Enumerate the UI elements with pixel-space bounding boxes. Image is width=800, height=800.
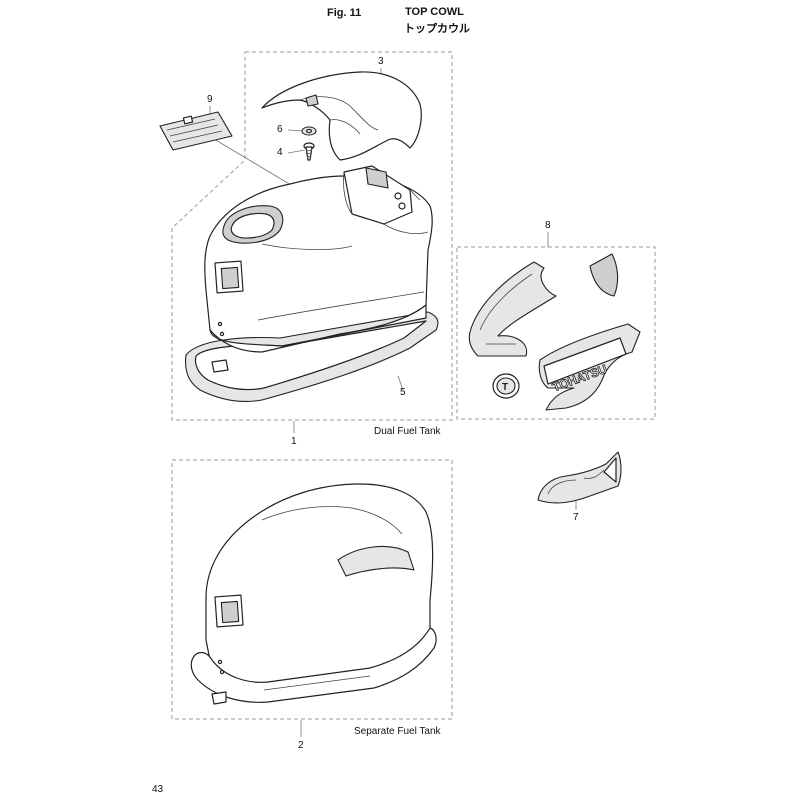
figure-number: Fig. 11 <box>327 7 362 19</box>
top-cover-part-3 <box>261 71 422 161</box>
tohatsu-logo-mark: T <box>502 382 508 393</box>
callout-6: 6 <box>277 124 283 135</box>
page-title: TOP COWL <box>405 6 464 18</box>
dual-fuel-tank-caption: Dual Fuel Tank <box>374 426 441 437</box>
leader-line-9b <box>203 132 297 189</box>
leader-line-5 <box>397 375 404 391</box>
callout-2: 2 <box>298 740 304 751</box>
callout-9: 9 <box>207 94 213 105</box>
leader-line-4 <box>287 149 306 154</box>
screw-part-4 <box>303 142 315 161</box>
callout-4: 4 <box>277 147 283 158</box>
callout-5: 5 <box>400 387 406 398</box>
top-cowl-dual-tank-part-1 <box>184 165 439 403</box>
top-cowl-separate-tank-part-2 <box>190 483 437 705</box>
leader-line-6 <box>287 129 304 132</box>
dual-tank-group-frame <box>171 51 453 421</box>
callout-3: 3 <box>378 56 384 67</box>
page-title-japanese: トップカウル <box>404 22 470 35</box>
washer-part-6 <box>301 126 317 136</box>
callout-8: 8 <box>545 220 551 231</box>
callout-1: 1 <box>291 436 297 447</box>
separate-tank-group-frame <box>171 459 453 720</box>
decal-set-group-frame <box>456 246 656 420</box>
callout-7: 7 <box>573 512 579 523</box>
page-number: 43 <box>152 784 164 795</box>
label-plate-part-9 <box>159 111 233 151</box>
decal-set-part-8: TOHATSU T <box>468 253 641 411</box>
separate-fuel-tank-caption: Separate Fuel Tank <box>354 726 441 737</box>
model-decal-part-7 <box>537 451 622 504</box>
